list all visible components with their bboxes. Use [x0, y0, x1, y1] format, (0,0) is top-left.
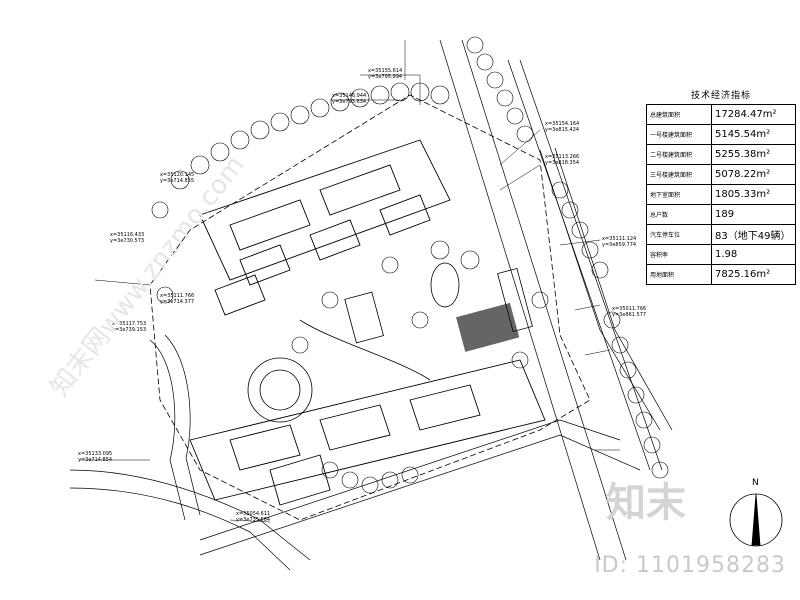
indicator-label: 三号楼建筑面积: [646, 164, 712, 185]
indicator-label: 总建筑面积: [646, 104, 712, 125]
indicator-value: 189: [711, 204, 796, 225]
indicator-value: 17284.47m²: [711, 104, 796, 125]
indicator-value: 5078.22m²: [711, 164, 796, 185]
coord-label: y=3e815.424: [545, 127, 579, 133]
north-arrow: [729, 493, 783, 547]
coord-label: y=3e795.994: [368, 74, 402, 80]
indicator-label: 二号楼建筑面积: [646, 144, 712, 165]
coord-label: y=3e730.573: [110, 238, 144, 244]
coord-label: x=35011.766: [612, 306, 646, 312]
indicator-value: 5255.38m²: [711, 144, 796, 165]
leader-lines: [80, 40, 620, 523]
indicator-label: 用地面积: [646, 264, 712, 285]
road-lines: [439, 39, 673, 561]
indicator-value: 1.98: [711, 244, 796, 265]
indicator-label: 一号楼建筑面积: [646, 124, 712, 145]
indicator-value: 83（地下49辆）: [711, 224, 796, 245]
coord-label: x=35146.944: [332, 93, 366, 99]
coord-label: y=3e714.377: [160, 299, 194, 305]
courtyard: [247, 262, 533, 423]
coord-label: y=3e714.855: [160, 178, 194, 184]
building-block-bottom: [189, 359, 546, 506]
coord-label: x=35117.753: [112, 321, 146, 327]
table-title: 技术经济指标: [690, 91, 751, 101]
indicator-label: 汽车停车位: [646, 224, 712, 245]
coord-label: x=35120.145: [160, 172, 194, 178]
coord-label: x=35133.095: [78, 451, 112, 457]
indicator-label: 总户数: [646, 204, 712, 225]
road-curves: [69, 334, 641, 571]
trees: [151, 36, 669, 494]
coord-label: x=35111.124: [602, 236, 636, 242]
coord-label: x=35113.266: [545, 154, 579, 160]
coord-label: y=3e739.153: [112, 327, 146, 333]
indicator-value: 5145.54m²: [711, 124, 796, 145]
coordinate-labels: x=35155.614 y=3e795.994 x=35146.944 y=3e…: [78, 68, 646, 523]
coord-label: x=35111.766: [160, 293, 194, 299]
watermark-id: ID: 1101958283: [594, 553, 786, 578]
coord-label: y=3e861.577: [612, 312, 646, 318]
coord-label: y=3e735.564: [236, 517, 270, 523]
indicator-label: 容积率: [646, 244, 712, 265]
north-label: N: [752, 478, 759, 488]
watermark-logo: 知末: [606, 480, 686, 526]
coord-label: x=35154.164: [545, 121, 579, 127]
building-block-top: [199, 139, 451, 316]
coord-label: y=3e793.634: [332, 99, 366, 105]
coord-label: y=3e859.774: [602, 242, 636, 248]
coord-label: y=3e714.854: [78, 457, 112, 463]
indicator-label: 地下室面积: [646, 184, 712, 205]
coord-label: x=35054.611: [236, 511, 270, 517]
coord-label: x=35155.614: [368, 68, 402, 74]
coord-label: y=3e818.354: [545, 160, 579, 166]
site-boundary: [149, 94, 591, 521]
indicator-value: 7825.16m²: [711, 264, 796, 285]
indicator-value: 1805.33m²: [711, 184, 796, 205]
coord-label: x=35116.433: [110, 232, 144, 238]
